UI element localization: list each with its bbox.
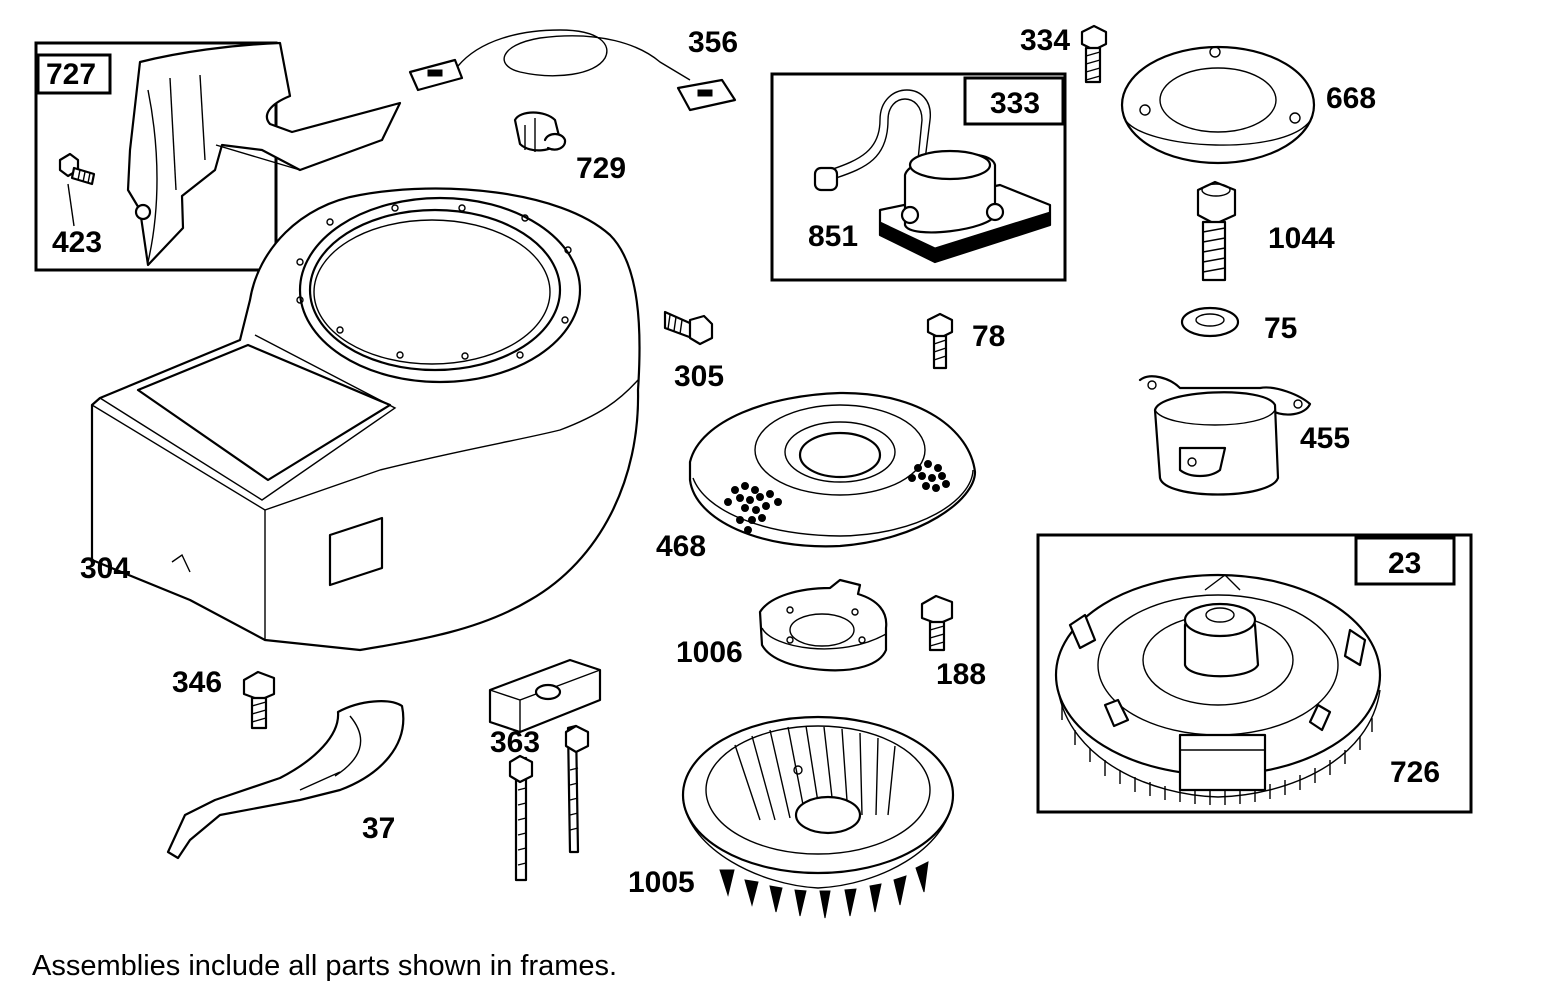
cup-668: 668 [1120, 45, 1376, 165]
bracket-363: 363 [488, 658, 602, 882]
label-668: 668 [1326, 82, 1376, 115]
label-1006: 1006 [676, 636, 743, 669]
label-356: 356 [688, 26, 738, 59]
frame-333: 333 851 [770, 72, 1067, 282]
label-1005: 1005 [628, 866, 695, 899]
label-423: 423 [52, 226, 102, 259]
screen-mesh [724, 460, 950, 534]
screw-188: 188 [920, 594, 986, 691]
label-75: 75 [1264, 312, 1297, 345]
label-305: 305 [674, 360, 724, 393]
fan-1005: 1005 [628, 715, 955, 919]
screw-423: 423 [52, 152, 102, 259]
frame-727: 727 [34, 41, 278, 272]
air-vane-37: 37 [166, 700, 405, 860]
label-304: 304 [80, 552, 130, 585]
label-727: 727 [46, 58, 96, 91]
air-guide-727 [126, 41, 402, 267]
label-729: 729 [576, 152, 626, 185]
label-455: 455 [1300, 422, 1350, 455]
footnote: Assemblies include all parts shown in fr… [32, 950, 618, 982]
label-346: 346 [172, 666, 222, 699]
retainer-1006: 1006 [676, 578, 888, 672]
screw-78: 78 [926, 312, 1005, 370]
label-1044: 1044 [1268, 222, 1335, 255]
frame-23: 23 726 [1036, 533, 1473, 814]
screw-334: 334 [1020, 24, 1108, 84]
nut-1044: 1044 [1196, 180, 1335, 282]
starter-cup-455: 455 [1138, 375, 1350, 496]
label-363: 363 [490, 726, 540, 759]
washer-75: 75 [1180, 306, 1297, 345]
label-37: 37 [362, 812, 395, 845]
label-188: 188 [936, 658, 986, 691]
label-468: 468 [656, 530, 706, 563]
rotating-screen-468: 468 [656, 391, 977, 563]
screw-346: 346 [172, 666, 276, 730]
grommet-729: 729 [513, 111, 626, 185]
armature-333 [813, 89, 1052, 264]
label-334: 334 [1020, 24, 1070, 57]
ground-wire-356: 356 [408, 26, 738, 112]
label-78: 78 [972, 320, 1005, 353]
flywheel-726 [1054, 573, 1382, 805]
label-333: 333 [990, 87, 1040, 120]
label-726: 726 [1390, 756, 1440, 789]
label-851: 851 [808, 220, 858, 253]
label-23: 23 [1388, 547, 1421, 580]
blower-housing-304: 304 [80, 187, 641, 652]
screw-305: 305 [663, 310, 724, 393]
